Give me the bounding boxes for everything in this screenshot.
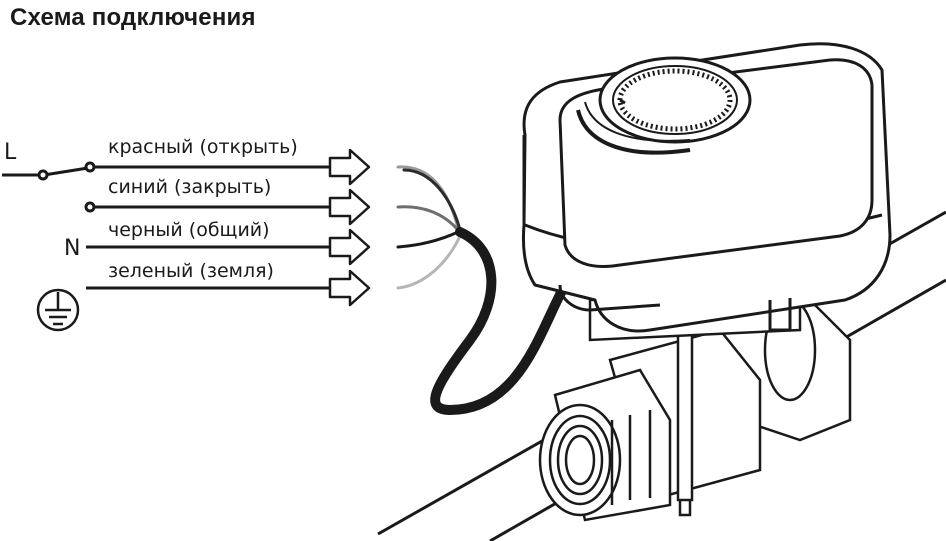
terminal-n-label: N bbox=[64, 236, 81, 261]
wire-label-black: черный (общий) bbox=[108, 219, 270, 241]
ball-valve-icon bbox=[538, 288, 852, 522]
switch-icon bbox=[2, 161, 96, 181]
arrow-icon bbox=[328, 148, 371, 307]
cable-icon bbox=[396, 165, 570, 416]
ground-icon bbox=[36, 288, 80, 332]
page-title: Схема подключения bbox=[10, 4, 256, 31]
wire-label-blue: синий (закрыть) bbox=[108, 176, 272, 198]
wire-lines bbox=[84, 165, 330, 290]
wire-label-green: зеленый (земля) bbox=[108, 260, 274, 282]
valve-actuator-icon bbox=[521, 42, 892, 333]
wire-label-red: красный (открыть) bbox=[108, 136, 298, 158]
terminal-l-label: L bbox=[4, 140, 17, 165]
